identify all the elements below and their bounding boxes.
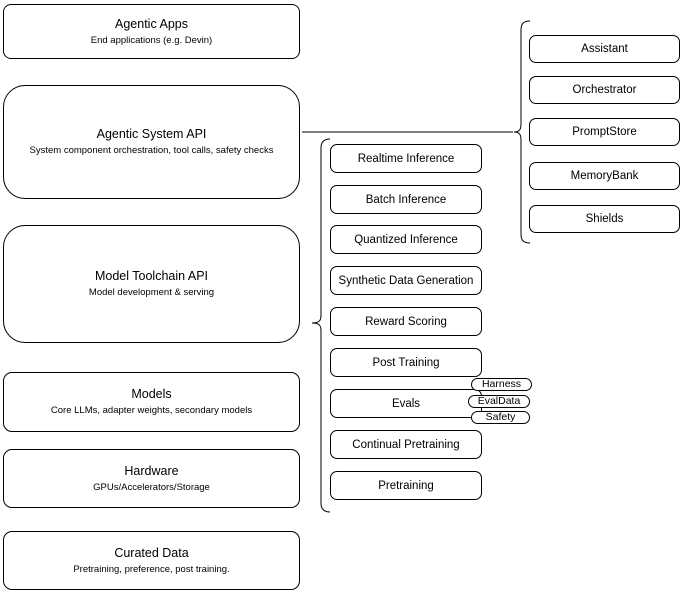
system-box-memorybank: MemoryBank xyxy=(529,162,680,190)
component-label: Synthetic Data Generation xyxy=(338,274,474,287)
component-label: Quantized Inference xyxy=(354,233,458,246)
component-box-post-training: Post Training xyxy=(330,348,482,377)
layer-subtitle: GPUs/Accelerators/Storage xyxy=(93,481,210,493)
layer-title: Model Toolchain API xyxy=(94,269,209,283)
system-box-assistant: Assistant xyxy=(529,35,680,63)
component-label: Pretraining xyxy=(378,479,434,492)
component-box-quantized-inference: Quantized Inference xyxy=(330,225,482,254)
tag-label: EvalData xyxy=(477,395,521,407)
layer-subtitle: End applications (e.g. Devin) xyxy=(90,34,213,46)
evals-tag-safety: Safety xyxy=(471,411,530,424)
layer-title: Agentic Apps xyxy=(115,16,188,31)
component-label: Continual Pretraining xyxy=(352,438,460,451)
bracket-system-components xyxy=(513,20,531,244)
layer-box-agentic-system-api: Agentic System API System component orch… xyxy=(3,85,300,199)
system-label: PromptStore xyxy=(572,126,637,138)
system-label: Assistant xyxy=(581,43,628,55)
tag-label: Safety xyxy=(485,411,516,423)
component-box-batch-inference: Batch Inference xyxy=(330,185,482,214)
evals-tag-harness: Harness xyxy=(471,378,532,391)
layer-title: Models xyxy=(131,387,172,401)
component-box-reward-scoring: Reward Scoring xyxy=(330,307,482,336)
tag-label: Harness xyxy=(481,378,522,390)
system-label: MemoryBank xyxy=(570,170,639,182)
layer-subtitle: Pretraining, preference, post training. xyxy=(73,563,230,575)
layer-title: Agentic System API xyxy=(96,127,207,141)
component-label: Realtime Inference xyxy=(357,152,455,165)
layer-subtitle: Model development & serving xyxy=(88,287,215,298)
component-label: Post Training xyxy=(372,356,440,369)
layer-subtitle: Core LLMs, adapter weights, secondary mo… xyxy=(50,405,253,416)
system-box-orchestrator: Orchestrator xyxy=(529,76,680,104)
component-label: Batch Inference xyxy=(365,193,447,206)
layer-title: Curated Data xyxy=(114,545,189,560)
layer-box-model-toolchain-api: Model Toolchain API Model development & … xyxy=(3,225,300,343)
component-box-continual-pretraining: Continual Pretraining xyxy=(330,430,482,459)
system-label: Orchestrator xyxy=(572,84,637,96)
component-label: Reward Scoring xyxy=(365,315,447,328)
layer-title: Hardware xyxy=(124,463,179,478)
system-box-shields: Shields xyxy=(529,205,680,233)
system-label: Shields xyxy=(585,213,624,225)
component-box-synthetic-data-generation: Synthetic Data Generation xyxy=(330,266,482,295)
layer-box-curated-data: Curated Data Pretraining, preference, po… xyxy=(3,531,300,590)
layer-box-agentic-apps: Agentic Apps End applications (e.g. Devi… xyxy=(3,4,300,59)
bracket-toolchain-components xyxy=(311,138,331,513)
component-box-realtime-inference: Realtime Inference xyxy=(330,144,482,173)
component-label: Evals xyxy=(391,397,421,410)
layer-box-hardware: Hardware GPUs/Accelerators/Storage xyxy=(3,449,300,508)
system-box-promptstore: PromptStore xyxy=(529,118,680,146)
layer-subtitle: System component orchestration, tool cal… xyxy=(29,145,274,156)
evals-tag-evaldata: EvalData xyxy=(468,395,530,408)
component-box-pretraining: Pretraining xyxy=(330,471,482,500)
layer-box-models: Models Core LLMs, adapter weights, secon… xyxy=(3,372,300,432)
component-box-evals: Evals xyxy=(330,389,482,418)
